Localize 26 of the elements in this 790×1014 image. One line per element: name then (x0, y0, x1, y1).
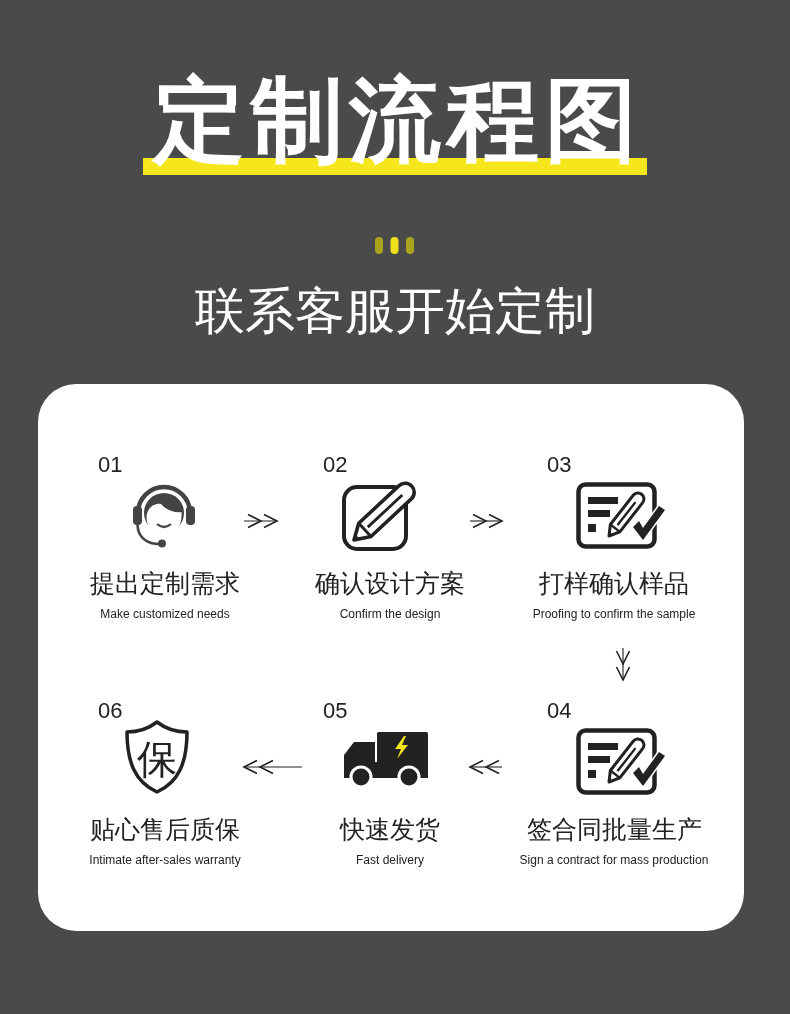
step-title: 确认设计方案 (315, 570, 465, 596)
step-title: 快速发货 (340, 816, 440, 842)
step-number: 04 (547, 700, 572, 722)
subtitle: 联系客服开始定制 (195, 286, 595, 336)
step-number: 03 (547, 454, 572, 476)
step-title: 提出定制需求 (90, 570, 240, 596)
shield-character: 保 (137, 739, 177, 779)
step-subtitle: Make customized needs (100, 608, 230, 620)
step-number: 02 (323, 454, 348, 476)
step-subtitle: Fast delivery (356, 854, 424, 866)
step-number: 05 (323, 700, 348, 722)
chevron-arrow (243, 513, 279, 529)
step-title: 打样确认样品 (539, 570, 689, 596)
content-card (38, 384, 744, 931)
step-subtitle: Sign a contract for mass production (519, 854, 709, 866)
step-subtitle: Proofing to confirm the sample (532, 608, 696, 620)
step-title: 签合同批量生产 (526, 816, 702, 842)
chevron-arrow (615, 647, 631, 682)
step-subtitle: Intimate after-sales warranty (89, 854, 241, 866)
step-subtitle: Confirm the design (339, 608, 441, 620)
chevron-arrow (469, 513, 504, 529)
chevron-arrow (242, 759, 303, 775)
chevron-arrow (468, 759, 503, 775)
step-number: 06 (98, 700, 123, 722)
step-title: 贴心售后质保 (90, 816, 240, 842)
step-number: 01 (98, 454, 123, 476)
